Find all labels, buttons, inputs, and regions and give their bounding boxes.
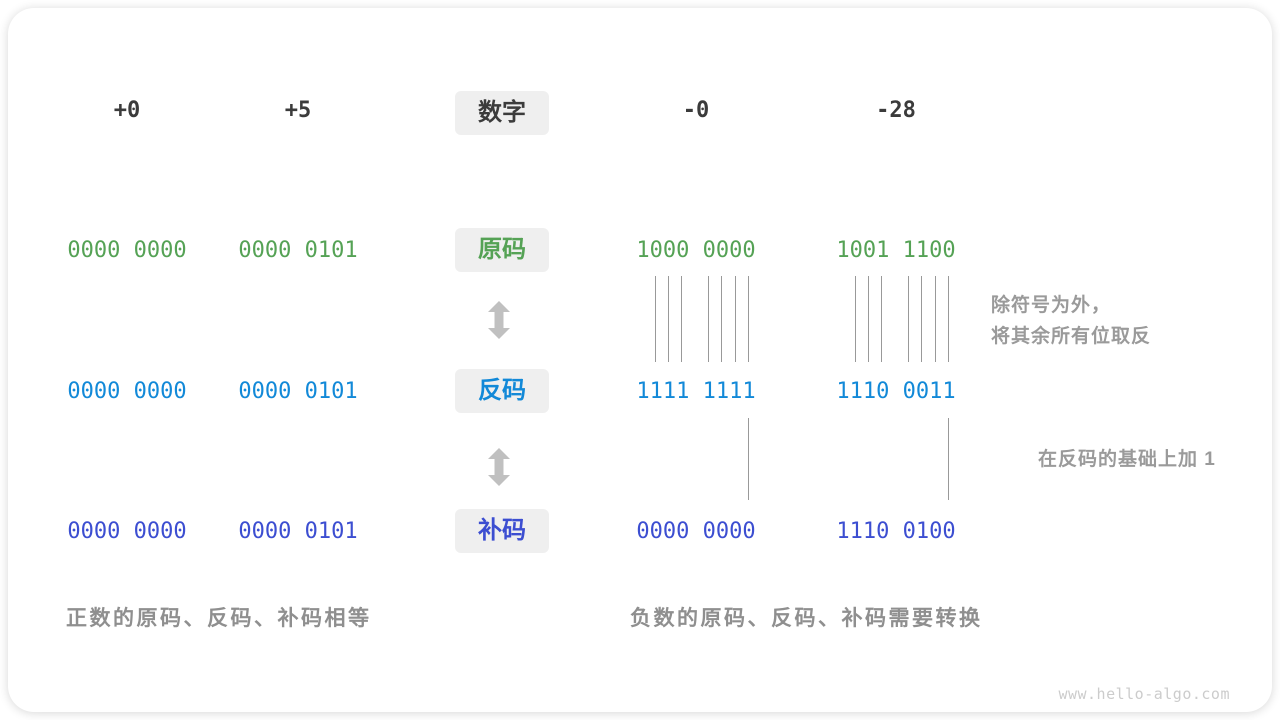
bit-connector-line	[881, 276, 882, 362]
ones-complement-badge: 反码	[455, 369, 549, 413]
bit-connector-line	[948, 276, 949, 362]
twos-complement-value-minus28: 1110 0100	[836, 519, 956, 544]
bit-connector-line	[735, 276, 736, 362]
number-label-plus0: +0	[113, 98, 141, 123]
ones-complement-value-minus0: 1111 1111	[636, 379, 756, 404]
ones-complement-value-plus5: 0000 0101	[238, 379, 358, 404]
twos-complement-value-minus0: 0000 0000	[636, 519, 756, 544]
twos-complement-value-plus5: 0000 0101	[238, 519, 358, 544]
twos-complement-value-plus0: 0000 0000	[67, 519, 187, 544]
bit-connector-line	[708, 276, 709, 362]
bit-connector-line	[935, 276, 936, 362]
ones-complement-value-plus0: 0000 0000	[67, 379, 187, 404]
bit-connector-line	[668, 276, 669, 362]
sign-magnitude-value-plus5: 0000 0101	[238, 238, 358, 263]
add-one-note: 在反码的基础上加 1	[1038, 449, 1216, 470]
negative-numbers-caption: 负数的原码、反码、补码需要转换	[630, 607, 983, 630]
sign-magnitude-value-plus0: 0000 0000	[67, 238, 187, 263]
figure-card: +0 +5 数字 -0 -28 0000 0000 0000 0101 原码 1…	[8, 8, 1272, 712]
positive-numbers-caption: 正数的原码、反码、补码相等	[66, 607, 372, 630]
sign-magnitude-value-minus28: 1001 1100	[836, 238, 956, 263]
bit-connector-line	[855, 276, 856, 362]
bit-connector-line	[655, 276, 656, 362]
invert-bits-note-line1: 除符号为外，	[991, 295, 1112, 316]
sign-magnitude-value-minus0: 1000 0000	[636, 238, 756, 263]
bit-connector-line	[721, 276, 722, 362]
invert-bits-note-line2: 将其余所有位取反	[991, 326, 1152, 347]
invert-bits-note: 除符号为外， 将其余所有位取反	[991, 290, 1151, 352]
number-label-minus28: -28	[876, 98, 916, 123]
bit-connector-line	[748, 276, 749, 362]
number-label-plus5: +5	[284, 98, 312, 123]
number-header-badge: 数字	[455, 91, 549, 135]
sign-magnitude-badge: 原码	[455, 228, 549, 272]
ones-complement-value-minus28: 1110 0011	[836, 379, 956, 404]
number-label-minus0: -0	[682, 98, 710, 123]
carry-connector-line	[948, 418, 949, 500]
bit-connector-line	[681, 276, 682, 362]
updown-arrow-icon	[488, 301, 510, 339]
bit-connector-line	[908, 276, 909, 362]
carry-connector-line	[748, 418, 749, 500]
bit-connector-line	[921, 276, 922, 362]
updown-arrow-icon	[488, 448, 510, 486]
bit-connector-line	[868, 276, 869, 362]
twos-complement-badge: 补码	[455, 509, 549, 553]
site-watermark: www.hello-algo.com	[1058, 685, 1230, 703]
